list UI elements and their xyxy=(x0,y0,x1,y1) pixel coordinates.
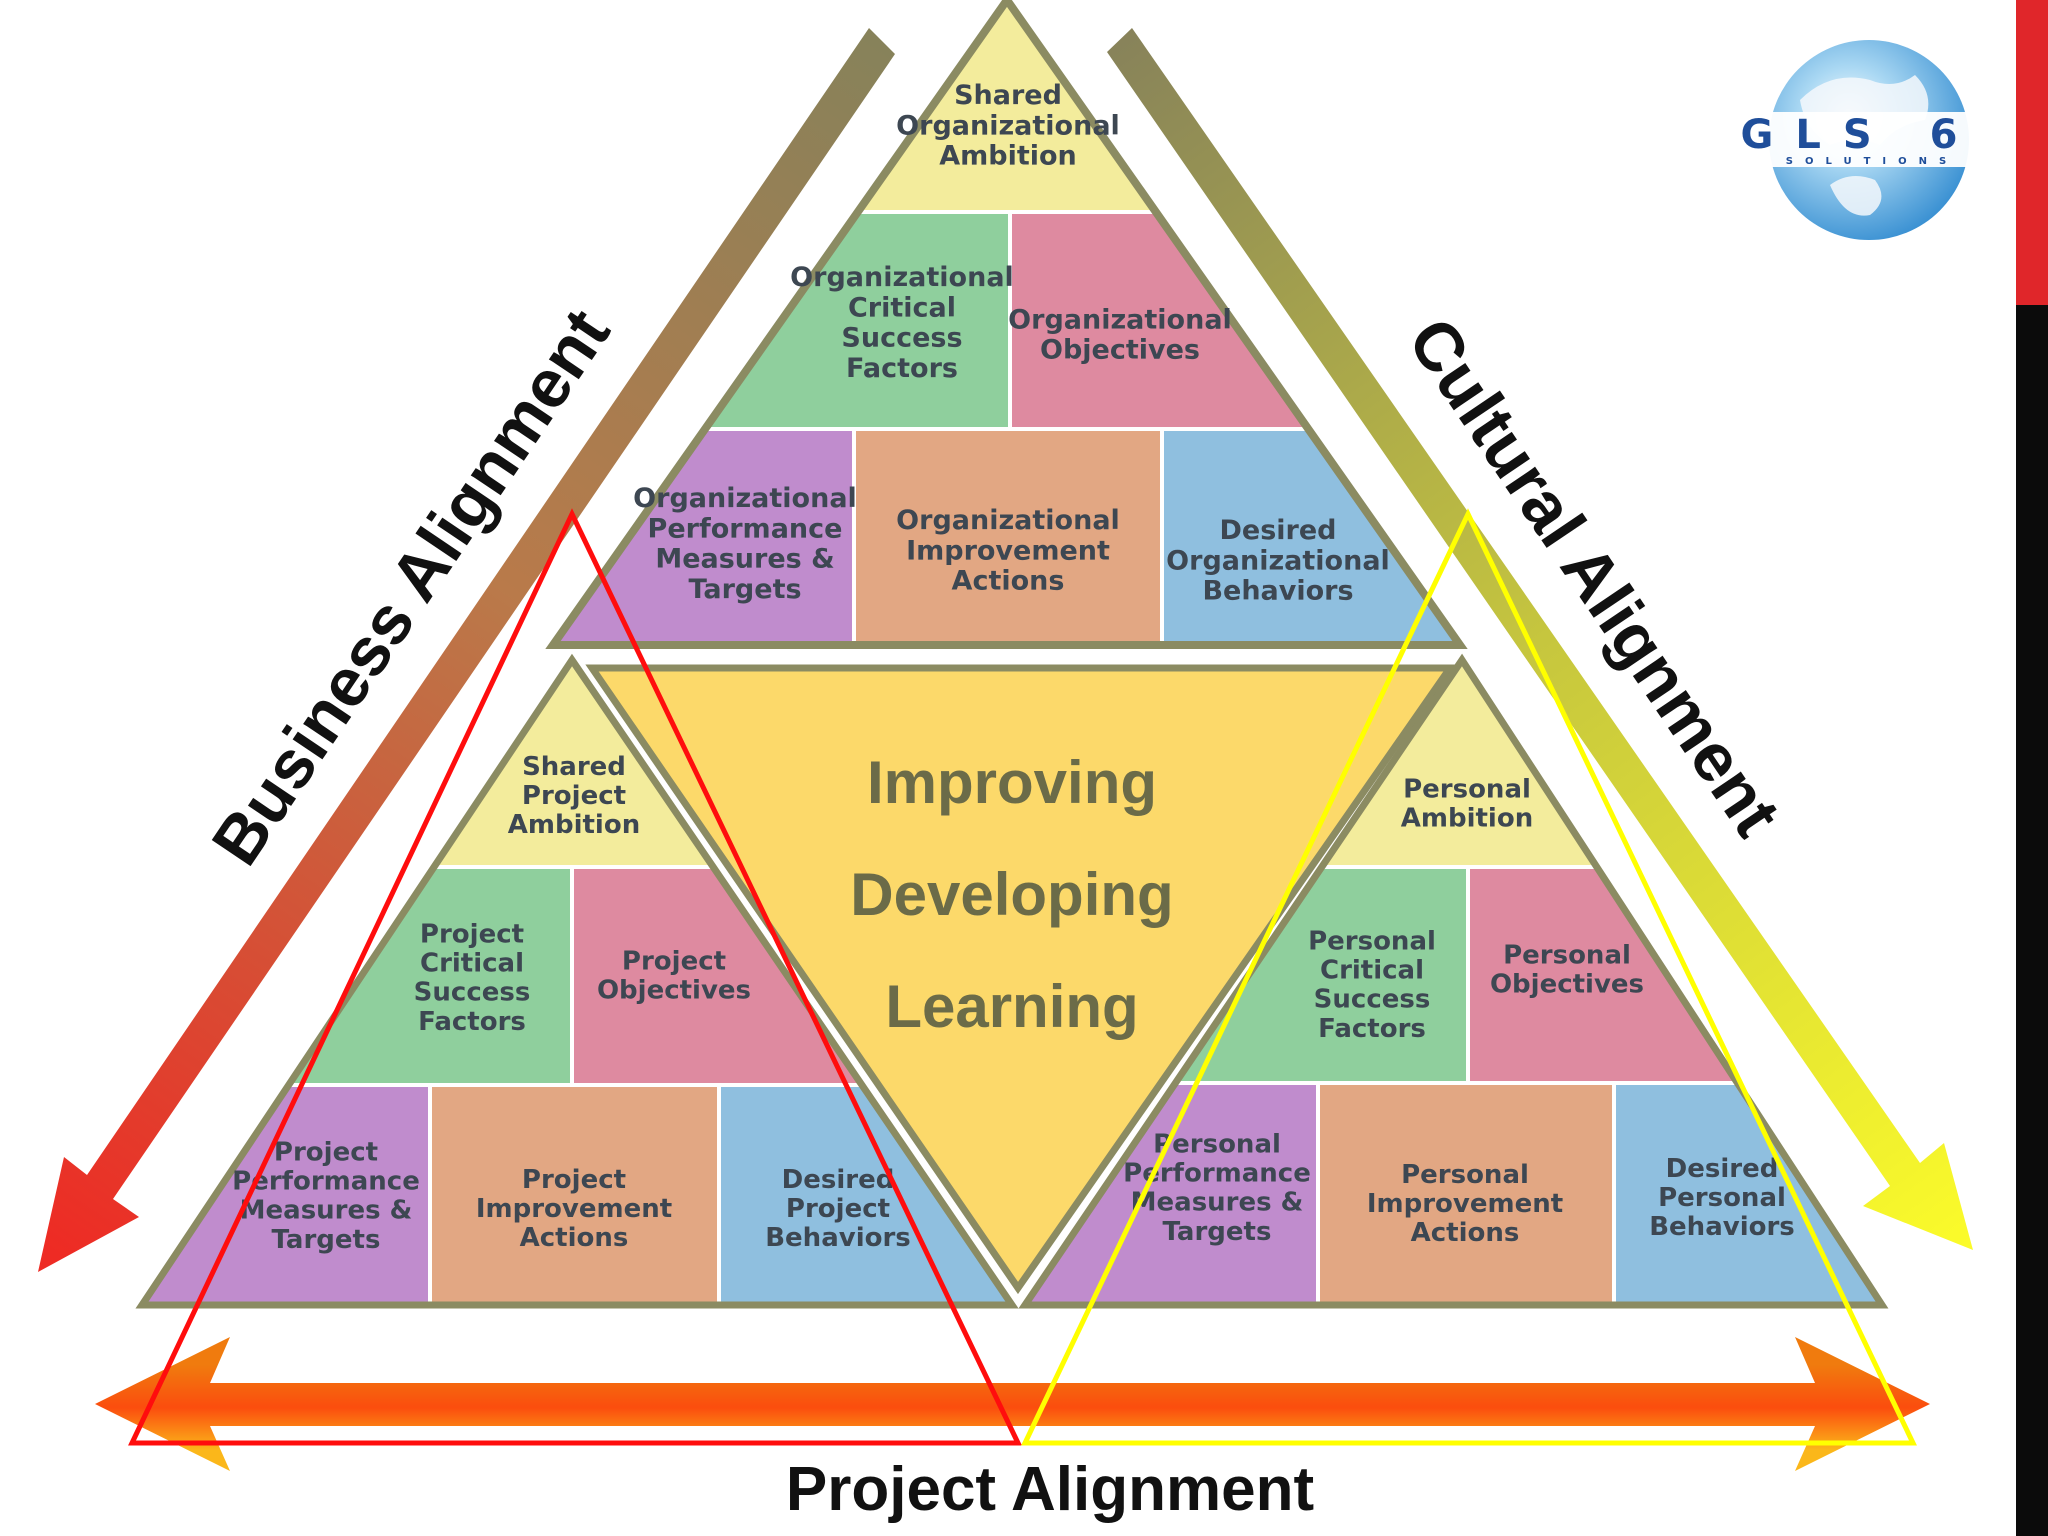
project-objectives-line: Objectives xyxy=(597,976,751,1006)
logo-tagline: SOLUTIONS xyxy=(1786,156,1958,167)
organizational-actions-line: Organizational xyxy=(896,505,1120,536)
organizational-actions-line: Actions xyxy=(952,566,1065,597)
organizational-csf-line: Factors xyxy=(846,353,958,384)
project-alignment-arrow xyxy=(95,1337,1930,1471)
personal-ambition-line: Ambition xyxy=(1401,804,1533,834)
project-ambition-line: Project xyxy=(522,781,626,811)
personal-ambition-line: Personal xyxy=(1403,775,1531,805)
organizational-measures-line: Organizational xyxy=(633,483,857,514)
project-csf-line: Critical xyxy=(420,949,524,979)
personal-actions-line: Personal xyxy=(1401,1160,1529,1190)
project-actions-line: Improvement xyxy=(476,1194,672,1224)
organizational-ambition-line: Shared xyxy=(954,80,1062,111)
organizational-objectives-line: Organizational xyxy=(1008,304,1232,335)
gls6-logo: GLS 6 SOLUTIONS xyxy=(1740,40,1980,240)
organizational-csf-line: Critical xyxy=(848,292,956,323)
personal-csf-line: Personal xyxy=(1308,926,1436,956)
pers-actions-block xyxy=(1320,1085,1612,1305)
logo-name: GLS 6 xyxy=(1741,112,1980,158)
project-measures-line: Performance xyxy=(232,1167,420,1197)
center-word-improving: Improving xyxy=(867,749,1157,816)
edge-bar-black xyxy=(2016,305,2048,1536)
organizational-csf-line: Success xyxy=(841,323,962,354)
organizational-ambition-line: Ambition xyxy=(939,141,1077,172)
project-measures-line: Targets xyxy=(272,1225,381,1255)
cultural-alignment-arrow xyxy=(1107,28,1973,1250)
center-inverted-triangle xyxy=(585,664,1457,1295)
personal-actions-line: Actions xyxy=(1411,1218,1520,1248)
project-objectives-line: Project xyxy=(622,947,726,977)
personal-behaviors-line: Personal xyxy=(1658,1183,1786,1213)
organizational-behaviors-line: Behaviors xyxy=(1202,576,1353,607)
personal-actions-line: Improvement xyxy=(1367,1189,1563,1219)
yellow-outline-triangle xyxy=(1021,508,1917,1446)
organizational-measures-line: Targets xyxy=(688,574,801,605)
personal-objectives-line: Objectives xyxy=(1490,970,1644,1000)
personal-objectives-line: Personal xyxy=(1503,941,1631,971)
org-actions-block xyxy=(856,431,1160,645)
edge-bar-red xyxy=(2016,0,2048,305)
organizational-ambition-line: Organizational xyxy=(896,110,1120,141)
project-csf-line: Project xyxy=(420,919,524,949)
organizational-measures-line: Performance xyxy=(648,513,843,544)
center-words: Improving Developing Learning xyxy=(850,749,1173,1040)
center-word-learning: Learning xyxy=(885,973,1138,1040)
project-measures-line: Project xyxy=(274,1137,378,1167)
organizational-objectives-line: Objectives xyxy=(1040,335,1200,366)
project-actions-line: Project xyxy=(522,1165,626,1195)
center-word-developing: Developing xyxy=(850,861,1173,928)
personal-behaviors-line: Desired xyxy=(1666,1154,1779,1184)
organizational-measures-line: Measures & xyxy=(655,544,834,575)
organizational-behaviors-line: Organizational xyxy=(1166,546,1390,577)
logo-band xyxy=(1740,112,1980,167)
project-alignment-label: Project Alignment xyxy=(786,1455,1314,1524)
project-csf-line: Success xyxy=(414,978,531,1008)
red-outline-triangle xyxy=(128,508,1022,1446)
organizational-actions-line: Improvement xyxy=(906,536,1110,567)
business-alignment-arrow xyxy=(38,28,895,1272)
project-ambition-line: Ambition xyxy=(508,810,640,840)
project-measures-line: Measures & xyxy=(240,1196,413,1226)
personal-csf-line: Critical xyxy=(1320,956,1424,986)
personal-measures-line: Targets xyxy=(1163,1217,1272,1247)
project-csf-line: Factors xyxy=(418,1007,526,1037)
personal-behaviors-line: Behaviors xyxy=(1649,1212,1795,1242)
globe-land xyxy=(1800,75,1929,216)
personal-csf-line: Success xyxy=(1314,985,1431,1015)
organizational-behaviors-line: Desired xyxy=(1219,515,1336,546)
organizational-csf-line: Organizational xyxy=(790,262,1014,293)
personal-csf-line: Factors xyxy=(1318,1014,1426,1044)
project-behaviors-line: Project xyxy=(786,1194,890,1224)
project-actions-line: Actions xyxy=(520,1223,629,1253)
proj-actions-block xyxy=(432,1087,717,1305)
project-ambition-line: Shared xyxy=(522,752,626,782)
personal-measures-line: Measures & xyxy=(1131,1188,1304,1218)
project-behaviors-line: Behaviors xyxy=(765,1223,911,1253)
project-behaviors-line: Desired xyxy=(782,1165,895,1195)
